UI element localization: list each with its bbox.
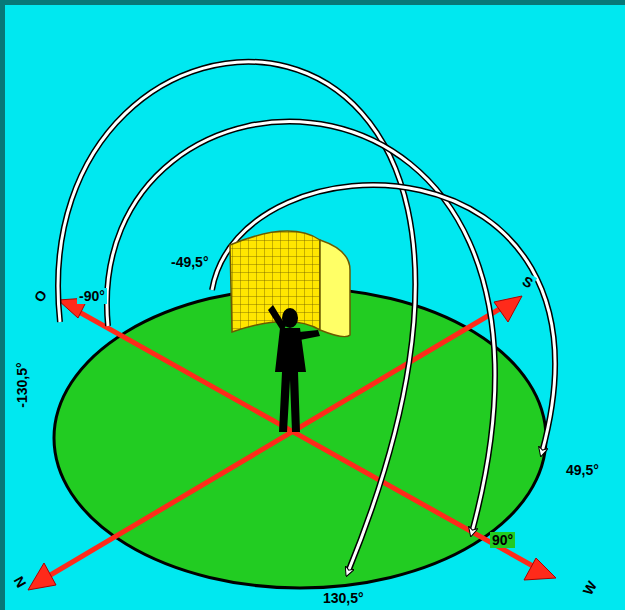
person-silhouette (268, 305, 320, 432)
angle-label: 130,5° (321, 590, 366, 606)
angle-label: -49,5° (169, 254, 211, 270)
angle-label: 49,5° (564, 462, 601, 478)
sundial-panel (230, 231, 350, 337)
angle-label: -90° (77, 288, 107, 304)
angle-label: -130,5° (14, 360, 30, 409)
angle-label: O (30, 286, 51, 307)
left-border (0, 0, 5, 610)
top-border (0, 0, 625, 5)
sun-paths (58, 62, 555, 572)
angle-label: 90° (490, 532, 515, 548)
angle-label: N (10, 572, 31, 592)
ground-disc (54, 288, 546, 588)
angle-label: W (578, 577, 600, 600)
compass-arrows (28, 296, 556, 590)
